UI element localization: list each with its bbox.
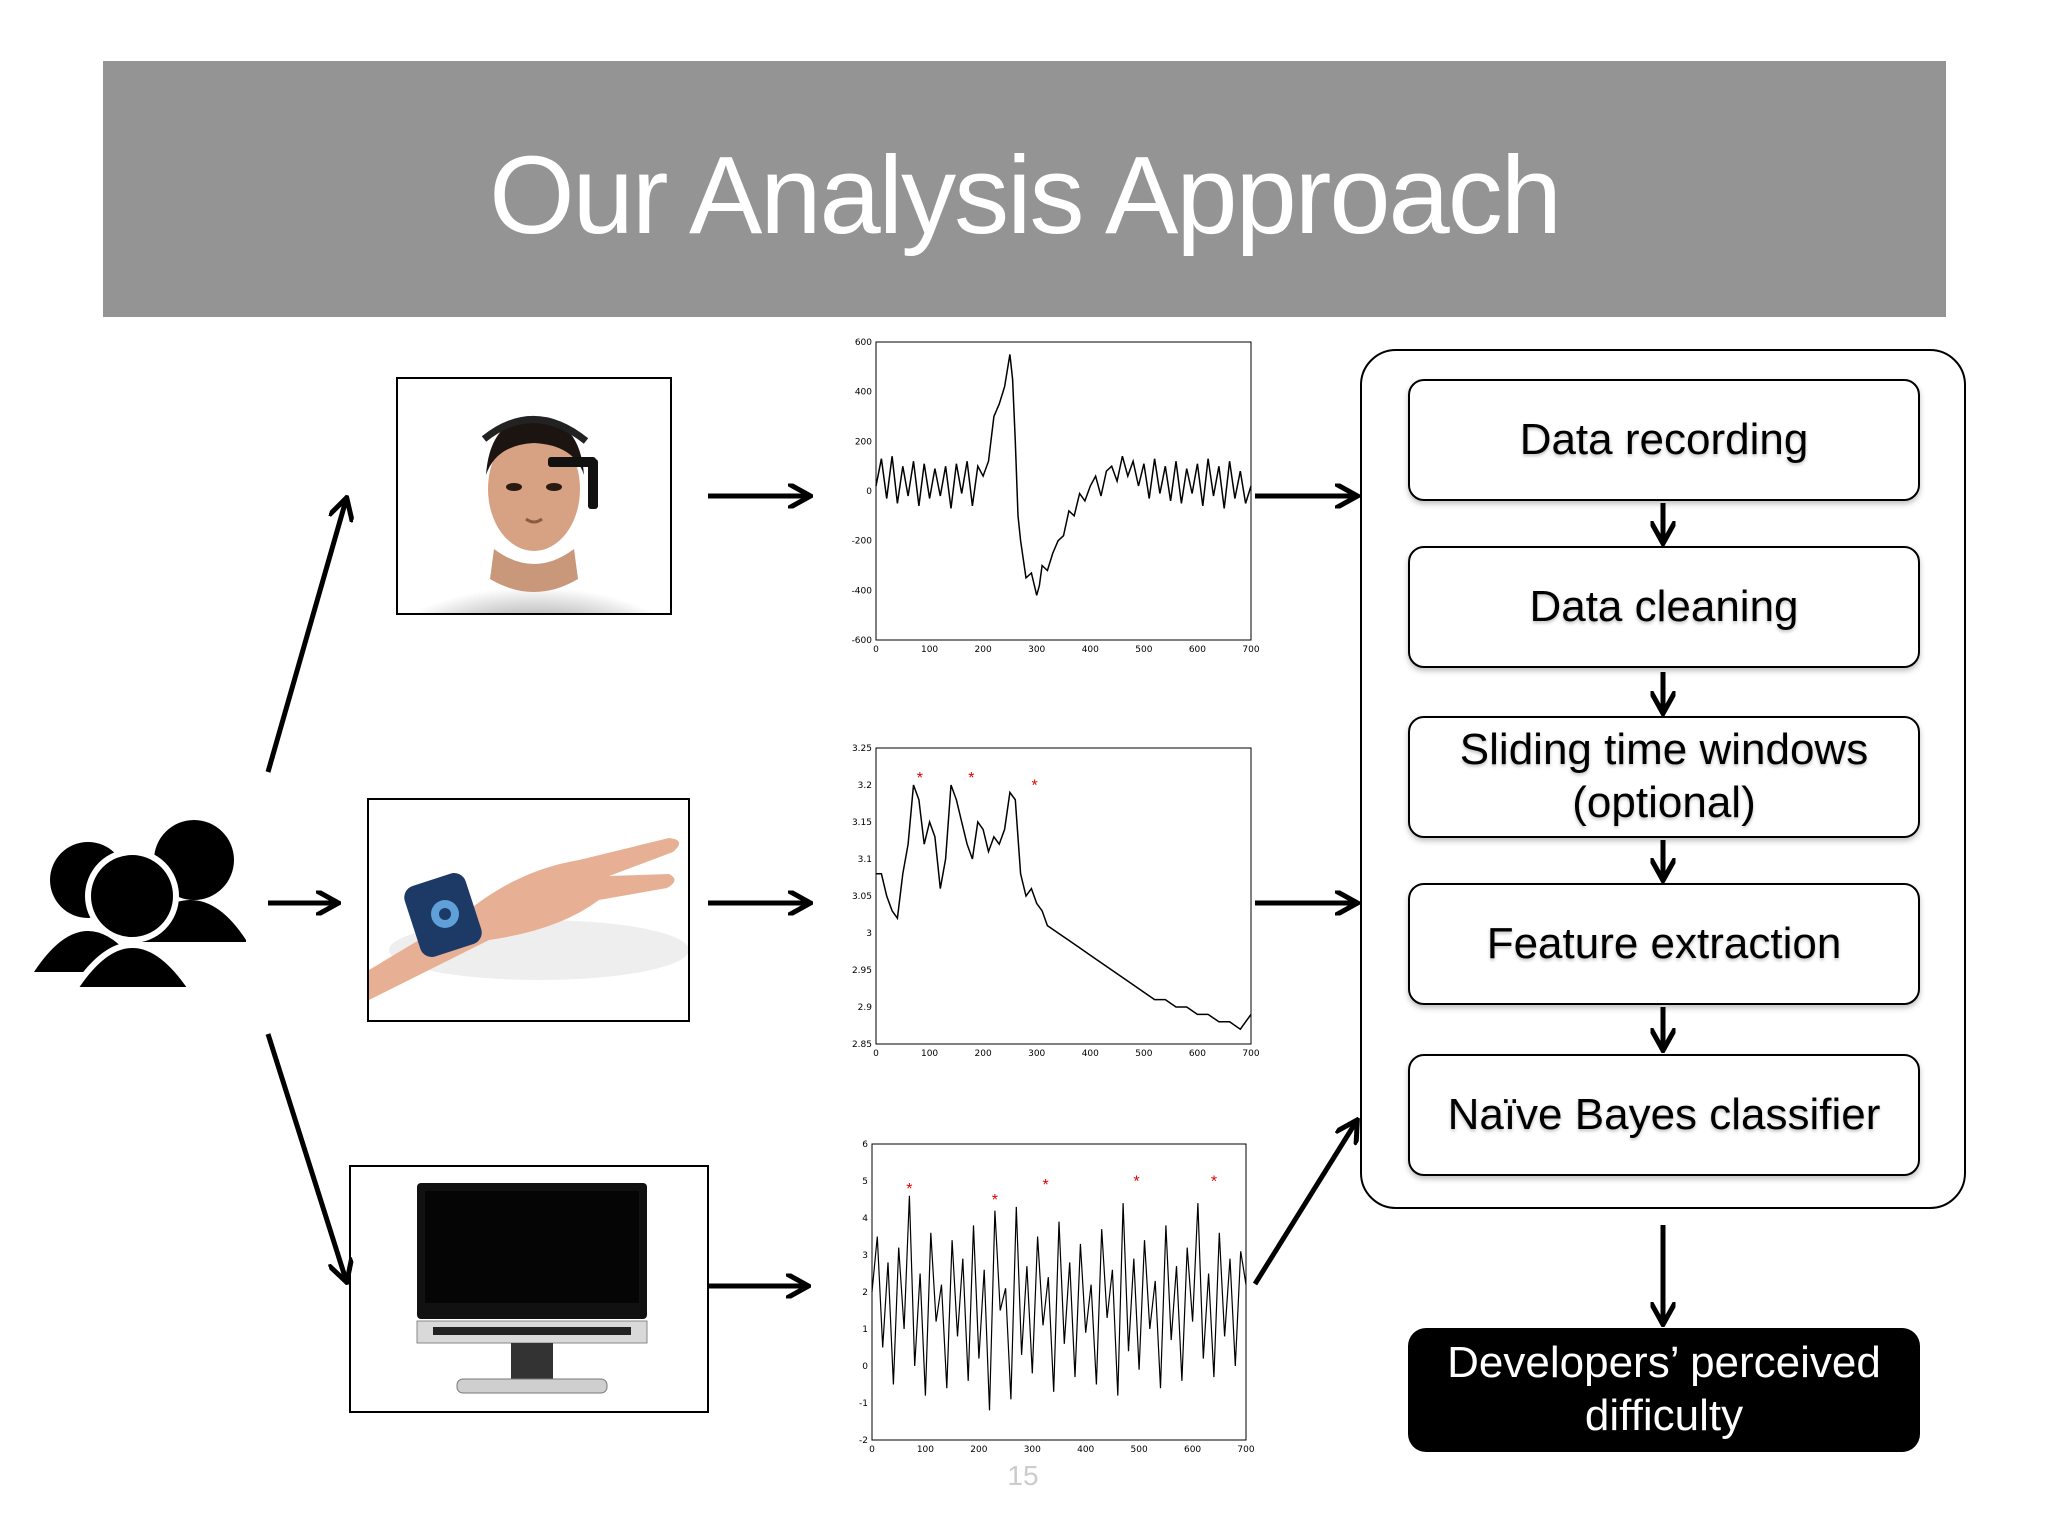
eda-y-tick-label: 3.15 bbox=[852, 818, 872, 828]
step-sliding-time-windows: Sliding time windows (optional) bbox=[1408, 716, 1920, 838]
eye-peak-marker: * bbox=[906, 1181, 912, 1198]
eeg-y-tick-label: 200 bbox=[855, 437, 872, 447]
eye-y-tick-label: 4 bbox=[862, 1214, 868, 1224]
page-number: 15 bbox=[1007, 1460, 1039, 1491]
eeg-x-tick-label: 700 bbox=[1242, 645, 1259, 655]
eeg-headset-photo bbox=[396, 377, 672, 671]
eda-x-tick-label: 200 bbox=[975, 1049, 992, 1059]
eye-x-tick-label: 600 bbox=[1184, 1445, 1201, 1455]
eda-y-tick-label: 2.9 bbox=[858, 1003, 873, 1013]
eda-y-tick-label: 2.95 bbox=[852, 966, 872, 976]
eda-plot-frame bbox=[875, 747, 1252, 1045]
step-data-cleaning: Data cleaning bbox=[1408, 546, 1920, 668]
eye-x-tick-label: 300 bbox=[1024, 1445, 1041, 1455]
eye-peak-marker: * bbox=[992, 1192, 998, 1209]
people-icon bbox=[34, 820, 246, 993]
eye-x-tick-label: 700 bbox=[1237, 1445, 1254, 1455]
eda-y-tick-label: 3.25 bbox=[852, 744, 872, 754]
wrist-sensor-photo bbox=[367, 798, 690, 1022]
eye-x-tick-label: 400 bbox=[1077, 1445, 1094, 1455]
eye-x-tick-label: 200 bbox=[970, 1445, 987, 1455]
eda-y-tick-label: 3.1 bbox=[858, 855, 872, 865]
eda-x-tick-label: 400 bbox=[1082, 1049, 1099, 1059]
eye-peak-marker: * bbox=[1211, 1173, 1217, 1190]
eye-x-tick-label: 500 bbox=[1131, 1445, 1148, 1455]
eye-peak-marker: * bbox=[1043, 1177, 1049, 1194]
eye-y-tick-label: -1 bbox=[859, 1399, 868, 1409]
eeg-y-tick-label: 600 bbox=[855, 338, 872, 348]
eye-y-tick-label: 1 bbox=[862, 1325, 868, 1335]
eye-tracker-monitor-photo bbox=[349, 1165, 709, 1413]
eda-peak-marker: * bbox=[968, 770, 974, 787]
eda-peak-marker: * bbox=[1031, 777, 1037, 794]
eeg-signal-chart: 0 100 200 300 400 500 600 700 600 400 200 0 -200 -400… bbox=[852, 338, 1260, 655]
eye-y-tick-label: -2 bbox=[859, 1436, 868, 1446]
eye-y-tick-label: 3 bbox=[862, 1251, 868, 1261]
eye-peak-marker: * bbox=[1133, 1173, 1139, 1190]
eeg-x-tick-label: 400 bbox=[1082, 645, 1099, 655]
arrow-eye-chart-to-panel bbox=[1252, 1122, 1356, 1286]
eeg-x-tick-label: 500 bbox=[1135, 645, 1152, 655]
eeg-y-tick-label: -600 bbox=[852, 636, 873, 646]
eda-y-tick-label: 3.05 bbox=[852, 892, 872, 902]
eeg-y-tick-label: -400 bbox=[852, 586, 873, 596]
eye-x-tick-label: 100 bbox=[917, 1445, 934, 1455]
step-data-recording: Data recording bbox=[1408, 379, 1920, 501]
step-feature-extraction: Feature extraction bbox=[1408, 883, 1920, 1005]
eye-y-tick-label: 5 bbox=[862, 1177, 868, 1187]
arrow-to-eeg bbox=[265, 500, 346, 773]
eda-signal-chart: * * * 0 100 200 300 400 500 600 700 3.25 3.2 3.15 3.1 3… bbox=[852, 744, 1260, 1059]
eye-series-line bbox=[871, 1195, 1247, 1411]
title-banner bbox=[103, 61, 1946, 317]
eeg-x-tick-label: 200 bbox=[975, 645, 992, 655]
eda-x-tick-label: 100 bbox=[921, 1049, 938, 1059]
arrow-to-eye bbox=[265, 1033, 346, 1280]
eeg-x-tick-label: 0 bbox=[873, 645, 879, 655]
eda-x-tick-label: 700 bbox=[1242, 1049, 1259, 1059]
eye-x-tick-label: 0 bbox=[869, 1445, 875, 1455]
eda-y-tick-label: 3 bbox=[866, 929, 872, 939]
eeg-series-line bbox=[875, 354, 1252, 596]
slide-title: Our Analysis Approach bbox=[489, 134, 1562, 257]
eda-series-line bbox=[876, 784, 1252, 1031]
eeg-x-tick-label: 100 bbox=[921, 645, 938, 655]
eda-x-tick-label: 500 bbox=[1135, 1049, 1152, 1059]
eda-peak-marker: * bbox=[917, 770, 923, 787]
output-perceived-difficulty: Developers’ perceived difficulty bbox=[1408, 1328, 1920, 1452]
eeg-y-tick-label: 0 bbox=[866, 487, 872, 497]
eda-y-tick-label: 2.85 bbox=[852, 1040, 872, 1050]
eeg-y-tick-label: 400 bbox=[855, 388, 872, 398]
eeg-x-tick-label: 600 bbox=[1189, 645, 1206, 655]
eeg-x-tick-label: 300 bbox=[1028, 645, 1045, 655]
eda-y-tick-label: 3.2 bbox=[858, 781, 872, 791]
eda-x-tick-label: 0 bbox=[873, 1049, 879, 1059]
eye-y-tick-label: 2 bbox=[862, 1288, 868, 1298]
eda-x-tick-label: 600 bbox=[1189, 1049, 1206, 1059]
eye-tracking-signal-chart: * * * * * 0 100 200 300 400 500 600 700 6 5 4 3 2 1 0 -1 -2 bbox=[859, 1140, 1255, 1455]
eeg-y-tick-label: -200 bbox=[852, 537, 873, 547]
eye-y-tick-label: 0 bbox=[862, 1362, 868, 1372]
eye-y-tick-label: 6 bbox=[862, 1140, 868, 1150]
eda-x-tick-label: 300 bbox=[1028, 1049, 1045, 1059]
eeg-plot-frame bbox=[875, 341, 1252, 641]
step-naive-bayes-classifier: Naïve Bayes classifier bbox=[1408, 1054, 1920, 1176]
